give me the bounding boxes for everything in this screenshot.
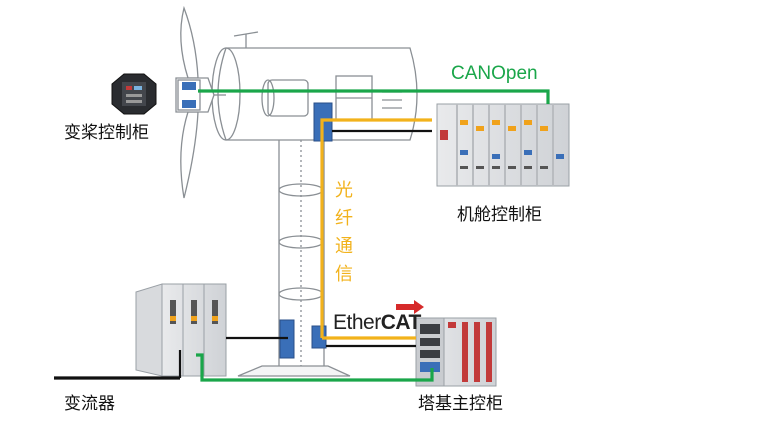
canopen-lines [196,89,550,382]
ethercat-logo-suffix: CAT [380,311,422,334]
fiber-lines [320,118,432,340]
ethercat-logo: EtherCAT [333,312,421,333]
hub-modules [182,82,196,108]
nacelle-cabinet-device [436,103,570,187]
nacelle-cabinet-label: 机舱控制柜 [457,205,542,225]
tower-cabinet-label: 塔基主控柜 [418,394,503,414]
ethercat-arrow-icon [396,300,424,314]
pitch-cabinet-label: 变桨控制柜 [64,123,149,143]
fiber-comm-label: 光纤通信 [335,180,353,285]
ethercat-logo-prefix: Ether [333,311,381,334]
converter-device [135,283,227,377]
canopen-label: CANOpen [451,63,538,84]
converter-label: 变流器 [64,394,115,414]
pitch-cabinet-device [111,73,157,115]
tower-cabinet-device [415,317,497,387]
ethernet-lines [54,129,432,380]
